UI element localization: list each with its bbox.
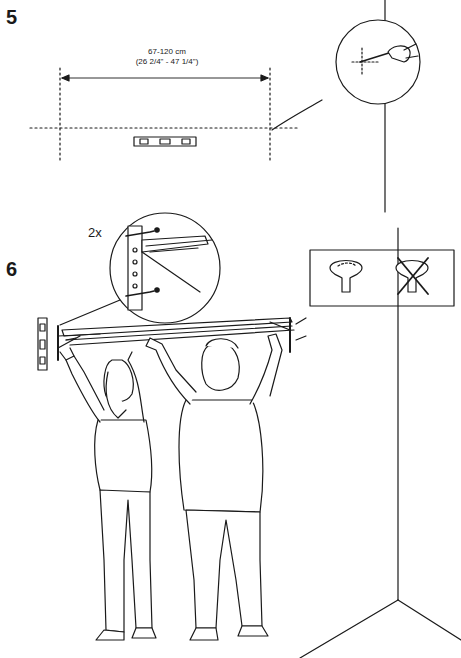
dimension-arrowheads	[62, 75, 268, 81]
dimension-line	[62, 78, 268, 79]
magnifier-callout	[272, 20, 420, 130]
person-man	[146, 334, 282, 640]
level-line	[30, 127, 300, 128]
wall-corner-line	[397, 228, 398, 600]
wall-plug-note	[310, 250, 454, 306]
spirit-level	[38, 318, 47, 370]
person-woman	[60, 348, 156, 640]
quantity-label: 2x	[88, 226, 102, 240]
step-number: 5	[6, 6, 17, 28]
floor-line	[300, 600, 398, 658]
spirit-level	[134, 137, 196, 146]
dimension-label: 67-120 cm	[146, 48, 188, 57]
bracket-callout	[60, 213, 220, 325]
dimension-label: (26 2/4" - 47 1/4")	[134, 58, 201, 67]
step-number: 6	[6, 258, 17, 280]
floor-line	[398, 600, 461, 640]
guide-line	[59, 68, 60, 160]
guide-line	[269, 68, 270, 160]
